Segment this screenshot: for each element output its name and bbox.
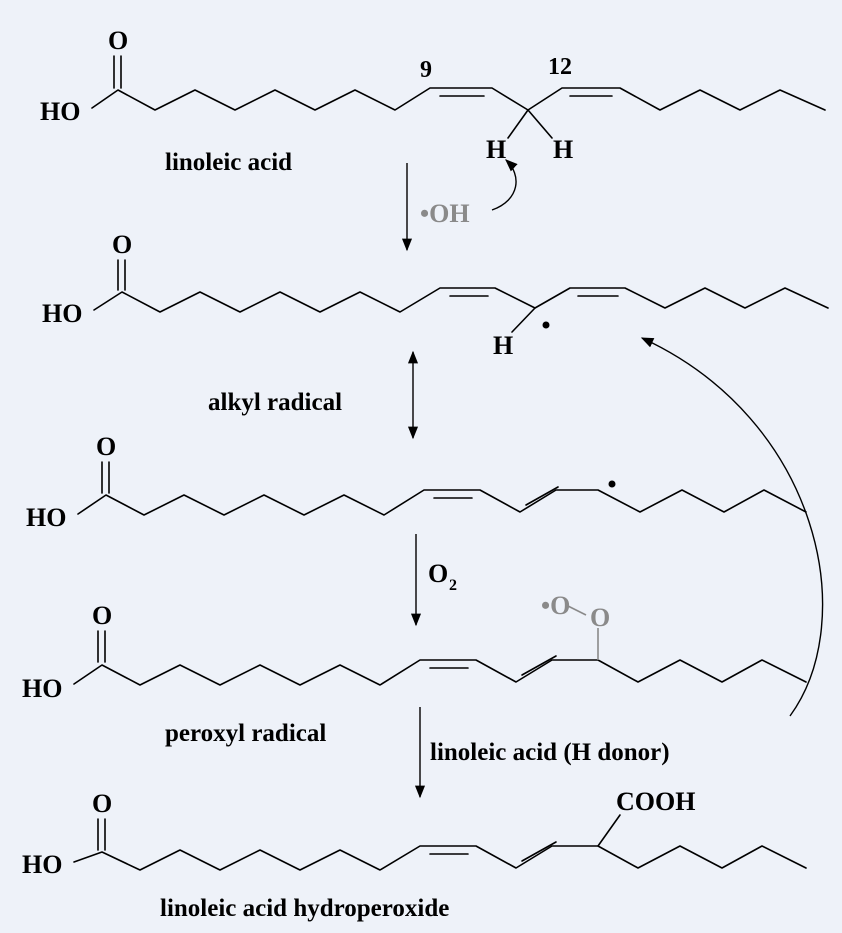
hydrogen-right: H bbox=[553, 135, 573, 164]
hydroxyl-group: HO bbox=[22, 674, 62, 703]
carbonyl-oxygen: O bbox=[112, 230, 132, 259]
hydroxyl-radical: •OH bbox=[420, 199, 470, 228]
label-linoleic-acid: linoleic acid bbox=[165, 149, 292, 176]
hydroxyl-group: HO bbox=[26, 503, 66, 532]
carbonyl-oxygen: O bbox=[96, 432, 116, 461]
label-h-donor: linoleic acid (H donor) bbox=[430, 739, 670, 766]
carbon-12-label: 12 bbox=[548, 54, 572, 80]
carbonyl-oxygen: O bbox=[92, 789, 112, 818]
peroxyl-oxygen: O bbox=[590, 603, 610, 632]
peroxyl-radical-oxygen: •O bbox=[541, 591, 570, 620]
label-peroxyl-radical: peroxyl radical bbox=[165, 720, 326, 747]
carbon-9-label: 9 bbox=[420, 57, 432, 83]
molecule-hydroperoxide: O HO COOH bbox=[22, 787, 807, 879]
carbonyl-oxygen: O bbox=[92, 601, 112, 630]
hydroxyl-group: HO bbox=[42, 299, 82, 328]
hydroxyl-group: HO bbox=[40, 97, 80, 126]
carbonyl-oxygen: O bbox=[108, 26, 128, 55]
hydroperoxide-group: COOH bbox=[616, 787, 695, 816]
molecule-alkyl-radical: O HO H bbox=[42, 230, 829, 360]
label-alkyl-radical: alkyl radical bbox=[208, 389, 342, 416]
label-hydroperoxide: linoleic acid hydroperoxide bbox=[160, 895, 449, 922]
hydroxyl-group: HO bbox=[22, 850, 62, 879]
oxygen-molecule: O bbox=[428, 559, 448, 588]
hydrogen-left: H bbox=[486, 135, 506, 164]
molecule-conjugated-radical: O HO bbox=[26, 432, 807, 532]
molecule-peroxyl-radical: O HO •O O bbox=[22, 591, 807, 703]
h-abstraction-curved-arrow bbox=[491, 159, 518, 211]
oxygen-subscript: 2 bbox=[449, 577, 457, 594]
hydrogen: H bbox=[493, 331, 513, 360]
radical-dot bbox=[542, 321, 550, 329]
chain-propagation-arrow bbox=[640, 337, 824, 717]
radical-dot bbox=[608, 480, 616, 488]
molecule-linoleic-acid: O HO 9 12 H H bbox=[40, 26, 826, 164]
